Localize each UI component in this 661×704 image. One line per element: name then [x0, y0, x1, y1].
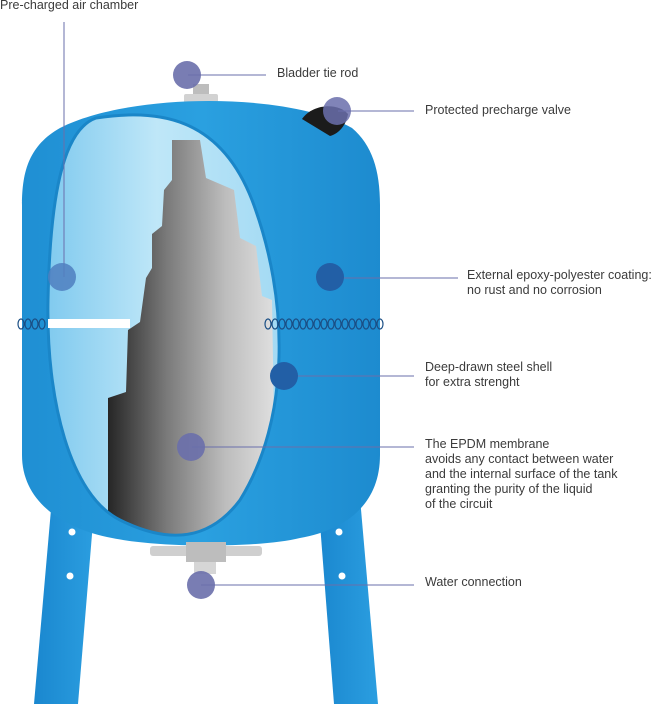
leg-hole	[338, 572, 346, 580]
epdm-membrane-shape	[108, 140, 276, 536]
seam-coil-left	[17, 318, 46, 330]
leg-hole	[66, 572, 74, 580]
right-leg	[318, 498, 378, 704]
marker-water-connection	[187, 571, 215, 599]
marker-coating	[316, 263, 344, 291]
leg-hole	[68, 528, 76, 536]
label-protected-precharge-valve: Protected precharge valve	[425, 103, 571, 117]
leg-hole	[335, 528, 343, 536]
label-bladder-tie-rod: Bladder tie rod	[277, 66, 359, 80]
label-pre-charged-air-chamber: Pre-charged air chamber	[0, 0, 139, 12]
cutaway-edge	[46, 113, 281, 537]
label-epdm-membrane: The EPDM membrane avoids any contact bet…	[425, 437, 618, 511]
water-connection-fitting	[150, 542, 262, 574]
marker-tie-rod	[173, 61, 201, 89]
marker-precharge-valve	[323, 97, 351, 125]
marker-membrane	[177, 433, 205, 461]
label-steel-shell: Deep-drawn steel shell for extra strengh…	[425, 360, 553, 389]
tank-legs	[34, 498, 378, 704]
seam-coil-right	[264, 318, 384, 330]
waist-seam	[17, 318, 384, 330]
label-external-coating: External epoxy-polyester coating: no rus…	[467, 268, 652, 297]
left-leg	[34, 498, 95, 704]
marker-air-chamber	[48, 263, 76, 291]
marker-steel-shell	[270, 362, 298, 390]
label-water-connection: Water connection	[425, 575, 522, 589]
callout-markers	[48, 61, 351, 599]
